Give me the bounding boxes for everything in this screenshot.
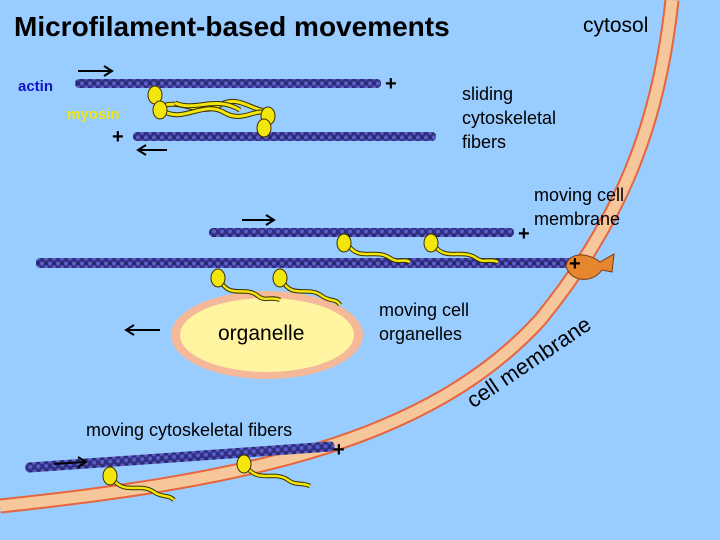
- plus-end-marker: +: [385, 73, 397, 95]
- actin-filament: [133, 132, 436, 141]
- arrow-right: [53, 456, 88, 468]
- actin-filament: [25, 441, 335, 473]
- myosin-motor: [102, 466, 176, 502]
- arrow-left: [136, 144, 167, 156]
- myosin-motor: [423, 233, 500, 265]
- actin-filament: [209, 228, 514, 237]
- plus-end-marker: +: [518, 223, 530, 245]
- plus-end-marker: +: [112, 126, 124, 148]
- arrow-left: [124, 324, 160, 336]
- myosin-motor: [210, 268, 282, 303]
- organelle-interior: [180, 298, 354, 372]
- anchor-protein: [565, 253, 615, 280]
- cytosol-label: cytosol: [583, 14, 649, 37]
- arrow-right: [78, 65, 114, 77]
- moving-organelles-caption: moving cell organelles: [379, 300, 470, 344]
- plus-end-marker: +: [333, 439, 345, 461]
- myosin-label: myosin: [67, 106, 120, 123]
- myosin-bundle: [147, 85, 276, 138]
- arrow-right: [242, 214, 276, 226]
- myosin-motor: [272, 268, 342, 307]
- organelle-label: organelle: [218, 322, 305, 345]
- moving-membrane-caption: moving cell membrane: [534, 185, 625, 229]
- sliding-fibers-caption: sliding cytoskeletal fibers: [462, 84, 557, 152]
- actin-filament: [75, 79, 381, 88]
- page-title: Microfilament-based movements: [14, 11, 450, 42]
- myosin-motor: [336, 233, 412, 265]
- plus-end-marker: +: [569, 253, 581, 275]
- moving-fibers-caption: moving cytoskeletal fibers: [86, 420, 293, 440]
- actin-label: actin: [18, 78, 54, 95]
- actin-filament: [36, 258, 572, 268]
- myosin-motor: [236, 454, 312, 489]
- cell-membrane-inner: [0, 0, 678, 512]
